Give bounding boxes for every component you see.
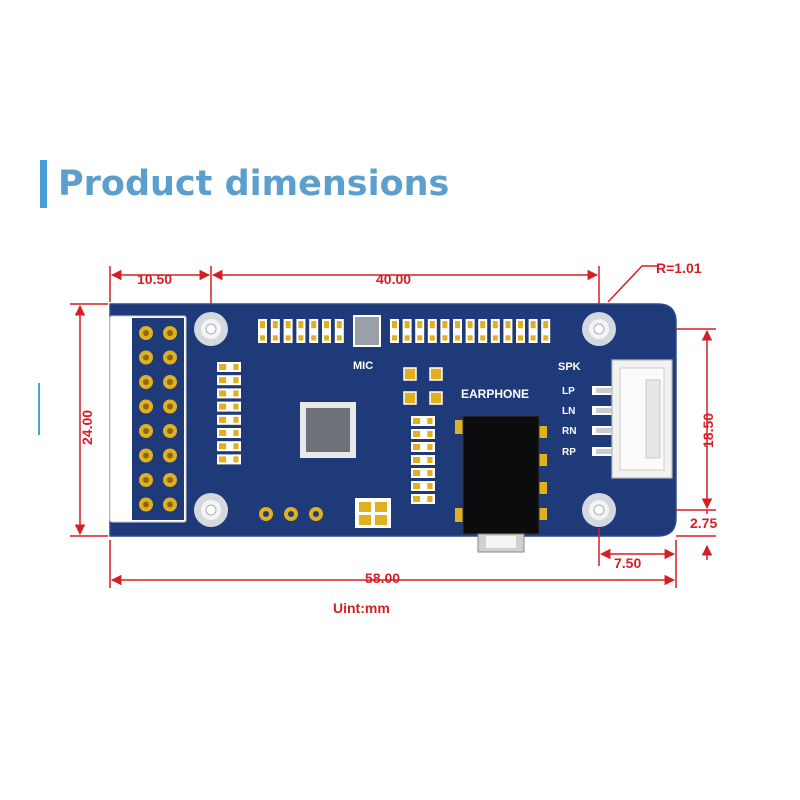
smd-part [296,319,306,343]
lp-label: LP [562,386,575,397]
smd-part [490,319,500,343]
microphone-component [353,315,381,347]
smd-part [270,319,280,343]
smd-part [217,441,241,452]
mounting-hole-bottom-right [582,493,616,527]
smd-part [465,319,475,343]
smd-part [411,468,435,478]
smd-part [390,319,399,343]
speaker-connector [611,359,673,479]
earphone-label: EARPHONE [461,387,529,401]
smd-row-top-right [390,319,551,343]
smd-part [516,319,525,343]
smd-cluster-middle [403,367,443,405]
smd-part [217,454,241,465]
rn-label: RN [562,426,576,437]
dim-edge-offset: 2.75 [690,515,717,531]
gpio-header [109,315,187,523]
dim-width-total: 58.00 [365,570,400,586]
smd-part [322,319,331,343]
smd-part [541,319,551,343]
test-pads [259,507,323,521]
mounting-hole-top-right [582,312,616,346]
earphone-jack [455,415,547,553]
side-accent-line [38,383,40,435]
mic-label: MIC [353,360,373,372]
codec-chip [300,402,356,458]
smd-quad-bottom [355,498,391,528]
dimension-lines [70,265,716,588]
smd-part [309,319,319,343]
smd-part [411,455,435,465]
ln-label: LN [562,406,575,417]
rp-label: RP [562,447,576,458]
smd-part [427,319,437,343]
smd-part [334,319,344,343]
mounting-hole-top-left [194,312,228,346]
smd-part [258,319,267,343]
smd-part [411,429,435,439]
smd-part [415,319,425,343]
dim-hole-edge: 7.50 [614,555,641,571]
smd-part [453,319,462,343]
spk-label: SPK [558,361,581,373]
unit-label: Uint:mm [333,600,390,616]
smd-part [411,416,435,426]
dim-hole-vertical: 18.50 [700,413,716,448]
smd-part [283,319,293,343]
smd-part [440,319,450,343]
smd-part [217,375,241,386]
smd-part [217,428,241,438]
smd-part [411,494,435,504]
smd-column-left [217,362,241,465]
smd-part [411,481,435,491]
smd-part [217,414,241,425]
smd-part [503,319,513,343]
page-title: Product dimensions [58,164,450,204]
smd-part [402,319,412,343]
smd-part [478,319,488,343]
smd-part [411,442,435,452]
smd-column-middle [411,416,435,504]
smd-part [217,362,241,372]
dim-left-offset: 10.50 [137,271,172,287]
title-accent-bar [40,160,47,208]
speaker-pads [592,386,616,456]
smd-row-top-left [258,319,344,343]
dim-hole-spacing: 40.00 [376,271,411,287]
dim-corner-radius: R=1.01 [656,260,702,276]
smd-part [528,319,538,343]
dim-board-height: 24.00 [79,410,95,445]
smd-part [217,388,241,399]
mounting-hole-bottom-left [194,493,228,527]
smd-part [217,401,241,412]
